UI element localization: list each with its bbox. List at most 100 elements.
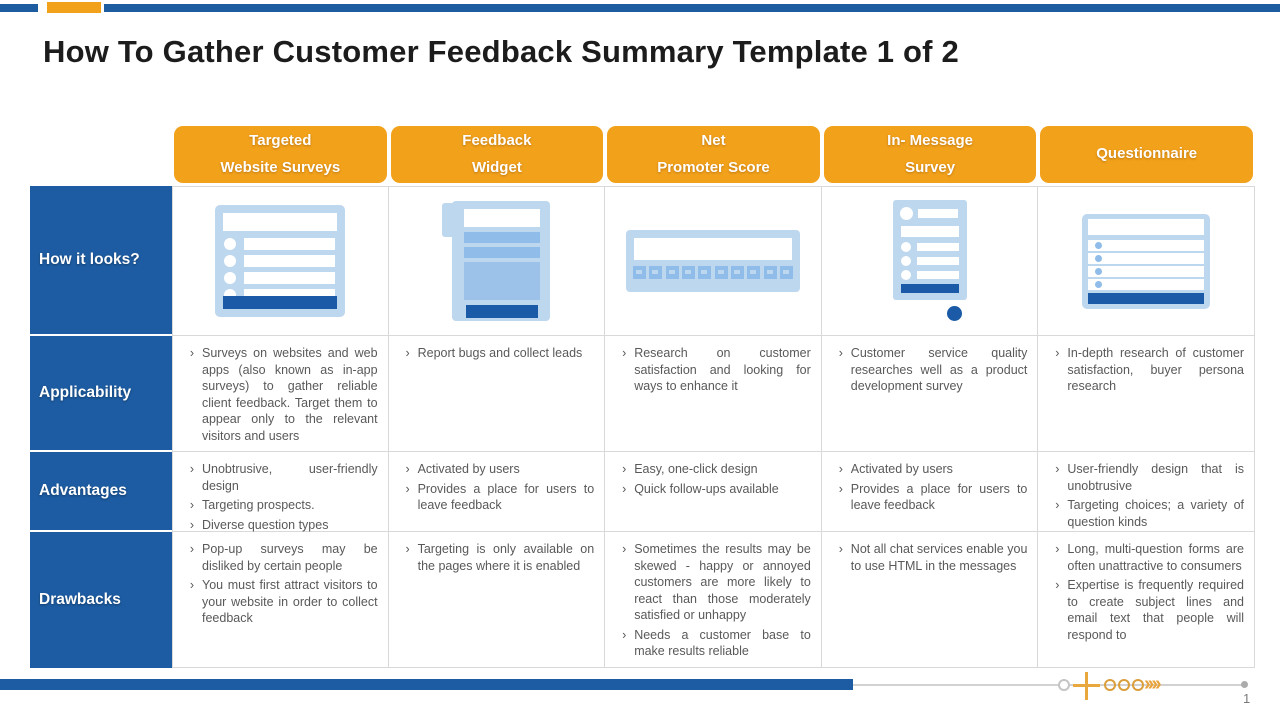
list-item: Research on customer satisfaction and lo… xyxy=(614,345,813,395)
cell-applicability-targeted: Surveys on websites and web apps (also k… xyxy=(172,336,389,452)
questionnaire-row xyxy=(1088,239,1205,251)
form-radio xyxy=(224,238,237,250)
form-header-bar xyxy=(223,213,338,231)
widget-header-bar xyxy=(464,209,541,227)
cell-advantages-widget: Activated by users Provides a place for … xyxy=(388,452,606,532)
page-number: 1 xyxy=(1243,691,1251,706)
list-item: Sometimes the results may be skewed - ha… xyxy=(614,541,813,624)
header-line: Targeted xyxy=(249,132,312,150)
cell-drawbacks-nps: Sometimes the results may be skewed - ha… xyxy=(605,532,822,668)
list-item: Targeting is only available on the pages… xyxy=(398,541,597,574)
list-item: Long, multi-question forms are often una… xyxy=(1047,541,1246,574)
form-radio xyxy=(224,255,237,267)
list-item: Diverse question types xyxy=(182,517,380,534)
nps-scale-square xyxy=(681,266,695,279)
questionnaire-dot xyxy=(1095,280,1103,288)
timeline-end-dot-icon xyxy=(1241,681,1248,688)
questionnaire-row xyxy=(1088,265,1205,277)
list-item: Customer service quality researches well… xyxy=(831,345,1030,395)
table-corner-spacer xyxy=(30,126,172,186)
column-header-questionnaire: Questionnaire xyxy=(1040,126,1253,183)
list-item: Activated by users xyxy=(831,461,1030,478)
list-item: Targeting choices; a variety of question… xyxy=(1047,497,1246,530)
header-line: Promoter Score xyxy=(657,158,770,176)
chevrons-icon: ›››› xyxy=(1144,673,1162,695)
list-item: Activated by users xyxy=(398,461,597,478)
feedback-widget-illustration xyxy=(442,201,551,321)
nps-scale-square xyxy=(747,266,761,279)
nps-question-field xyxy=(633,238,792,260)
list-item: Report bugs and collect leads xyxy=(398,345,597,362)
widget-line xyxy=(464,232,541,243)
nps-scale-square xyxy=(714,266,728,279)
column-header-in-message-survey: In- Message Survey xyxy=(823,126,1037,183)
form-line xyxy=(244,238,336,250)
timeline-ring-icon xyxy=(1104,679,1116,691)
chat-option-dot xyxy=(900,270,911,280)
chat-bubble-dot xyxy=(946,306,962,321)
list-item: Provides a place for users to leave feed… xyxy=(831,481,1030,514)
cell-how-it-looks-questionnaire xyxy=(1038,186,1255,336)
chat-option-dot xyxy=(900,256,911,266)
cell-applicability-in-message: Customer service quality researches well… xyxy=(821,336,1039,452)
list-item: Unobtrusive, user-friendly design xyxy=(182,461,380,494)
questionnaire-row xyxy=(1088,278,1205,290)
chat-option-dot xyxy=(900,242,911,252)
cell-applicability-nps: Research on customer satisfaction and lo… xyxy=(605,336,822,452)
questionnaire-submit-bar xyxy=(1088,292,1205,304)
chat-option-line xyxy=(916,271,959,279)
widget-text-area xyxy=(464,262,541,300)
list-item: Provides a place for users to leave feed… xyxy=(398,481,597,514)
questionnaire-dot xyxy=(1095,267,1103,275)
widget-submit-bar xyxy=(466,305,539,318)
cell-advantages-questionnaire: User-friendly design that is unobtrusive… xyxy=(1038,452,1255,532)
timeline-ring-icon xyxy=(1118,679,1130,691)
nps-scale-square xyxy=(632,266,646,279)
nps-scale-square xyxy=(730,266,744,279)
cell-how-it-looks-in-message xyxy=(821,186,1039,336)
header-line: Questionnaire xyxy=(1096,145,1198,163)
timeline-open-circle-icon xyxy=(1058,679,1070,691)
questionnaire-header-bar xyxy=(1088,218,1205,235)
cell-advantages-targeted: Unobtrusive, user-friendly design Target… xyxy=(172,452,389,532)
chat-option-line xyxy=(916,243,959,251)
questionnaire-dot xyxy=(1095,254,1103,262)
list-item: Surveys on websites and web apps (also k… xyxy=(182,345,380,444)
form-line xyxy=(244,255,336,267)
cell-drawbacks-widget: Targeting is only available on the pages… xyxy=(388,532,606,668)
timeline-ring-icon xyxy=(1132,679,1144,691)
cell-drawbacks-targeted: Pop-up surveys may be disliked by certai… xyxy=(172,532,389,668)
submit-bar xyxy=(223,296,338,309)
nps-scale-square xyxy=(665,266,679,279)
cell-applicability-questionnaire: In-depth research of customer satisfacti… xyxy=(1038,336,1255,452)
form-line xyxy=(244,272,336,284)
chat-option-line xyxy=(916,257,959,265)
nps-scale-square xyxy=(698,266,712,279)
nps-rating-scale xyxy=(632,266,793,279)
in-message-survey-illustration xyxy=(892,200,967,322)
column-header-targeted-website-surveys: Targeted Website Surveys xyxy=(174,126,387,183)
feedback-methods-table: Targeted Website Surveys Feedback Widget… xyxy=(30,126,1255,668)
form-radio xyxy=(224,272,237,284)
cell-how-it-looks-widget xyxy=(388,186,606,336)
nps-scale-square xyxy=(649,266,663,279)
list-item: Quick follow-ups available xyxy=(614,481,813,498)
plus-icon xyxy=(1085,672,1088,700)
row-label-applicability: Applicability xyxy=(30,336,172,452)
survey-form-illustration xyxy=(215,205,346,317)
header-line: Website Surveys xyxy=(220,158,341,176)
questionnaire-dot xyxy=(1095,241,1103,249)
cell-advantages-nps: Easy, one-click design Quick follow-ups … xyxy=(605,452,822,532)
header-line: In- Message xyxy=(887,132,974,150)
list-item: Easy, one-click design xyxy=(614,461,813,478)
top-accent-bar-right xyxy=(104,4,1280,12)
top-accent-bar-left xyxy=(0,4,38,12)
chat-submit-bar xyxy=(900,284,959,293)
nps-scale-square xyxy=(763,266,777,279)
row-label-advantages: Advantages xyxy=(30,452,172,532)
chat-avatar xyxy=(899,207,913,220)
row-label-how-it-looks: How it looks? xyxy=(30,186,172,336)
widget-line xyxy=(464,247,541,258)
column-header-feedback-widget: Feedback Widget xyxy=(390,126,604,183)
cell-drawbacks-in-message: Not all chat services enable you to use … xyxy=(821,532,1039,668)
